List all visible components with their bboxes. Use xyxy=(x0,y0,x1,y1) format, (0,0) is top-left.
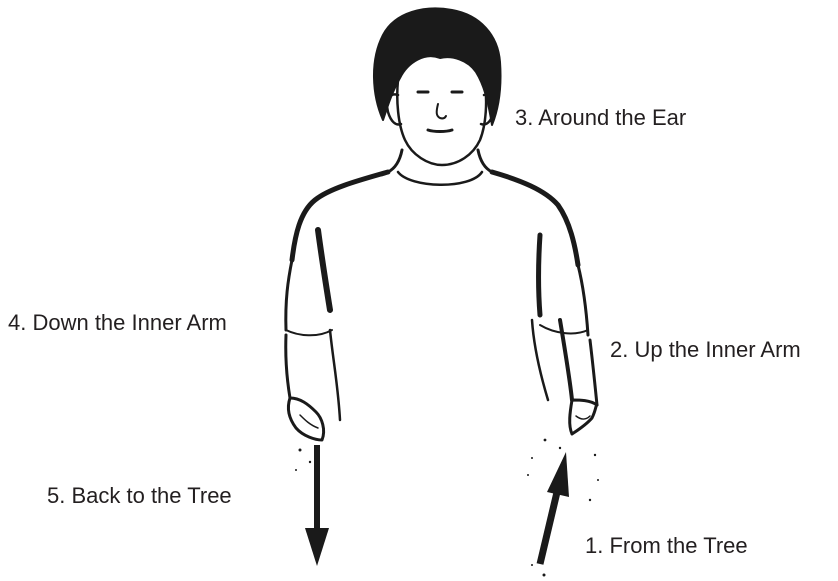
label-step-5: 5. Back to the Tree xyxy=(47,483,232,509)
right-shoulder xyxy=(492,172,578,265)
left-hand xyxy=(288,398,323,440)
left-sleeve-hem xyxy=(286,330,332,335)
left-arm-inner xyxy=(330,330,340,420)
right-sleeve-outer xyxy=(578,265,588,335)
label-step-1: 1. From the Tree xyxy=(585,533,748,559)
neck-right xyxy=(478,150,492,172)
neck-left xyxy=(388,150,402,172)
mouth xyxy=(428,130,452,132)
left-arm-outer xyxy=(286,335,290,398)
right-sleeve-inner xyxy=(539,235,541,315)
nose xyxy=(437,104,446,118)
right-arm-outer xyxy=(590,340,597,405)
arrow-up-icon xyxy=(540,452,569,564)
left-shoulder xyxy=(292,172,388,260)
label-step-2: 2. Up the Inner Arm xyxy=(610,337,801,363)
collar xyxy=(398,172,482,185)
right-hand-fingers xyxy=(576,416,590,419)
left-sleeve-inner xyxy=(318,230,330,310)
face xyxy=(397,80,486,165)
right-arm-inner xyxy=(532,320,548,400)
left-sleeve-outer xyxy=(286,260,292,330)
right-arm-center xyxy=(560,320,572,400)
label-step-4: 4. Down the Inner Arm xyxy=(8,310,227,336)
right-hand xyxy=(570,400,597,434)
left-hand-fingers xyxy=(300,415,318,428)
label-step-3: 3. Around the Ear xyxy=(515,105,686,131)
arrow-down-icon xyxy=(305,445,329,566)
